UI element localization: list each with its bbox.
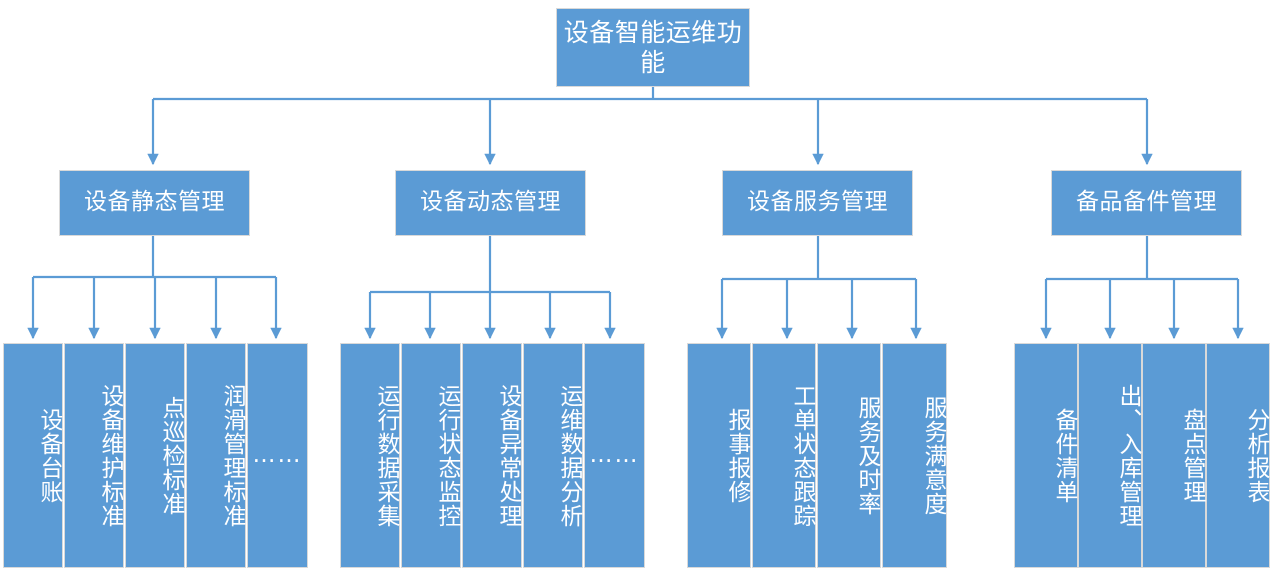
node-branch-3-label: 设备服务管理 [747, 189, 888, 216]
node-branch-3-leaf-4-label: 服务满意度 [920, 395, 946, 516]
node-branch-3-leaf-2[interactable]: 工单状态跟踪 [752, 343, 816, 568]
node-branch-4[interactable]: 备品备件管理 [1051, 170, 1242, 236]
node-branch-3-leaf-1-label: 报事报修 [724, 407, 750, 504]
node-branch-2-leaf-3-label: 设备异常处理 [495, 383, 521, 528]
node-branch-2-leaf-4-label: 运维数据分析 [556, 383, 582, 528]
node-branch-1-leaf-1-label: 设备台账 [36, 407, 62, 504]
node-branch-2-leaf-5[interactable]: …… [584, 343, 645, 568]
node-branch-2-leaf-4[interactable]: 运维数据分析 [523, 343, 583, 568]
node-branch-1-leaf-5[interactable]: …… [247, 343, 308, 568]
node-branch-1-leaf-4[interactable]: 润滑管理标准 [186, 343, 246, 568]
node-branch-3-leaf-2-label: 工单状态跟踪 [789, 383, 815, 528]
node-root-label: 设备智能运维功能 [563, 18, 743, 77]
node-branch-2-leaf-1[interactable]: 运行数据采集 [340, 343, 400, 568]
node-branch-1-leaf-1[interactable]: 设备台账 [3, 343, 63, 568]
node-branch-3-leaf-3-label: 服务及时率 [854, 395, 880, 516]
node-branch-4-leaf-4[interactable]: 分析报表 [1206, 343, 1270, 568]
node-branch-4-label: 备品备件管理 [1076, 189, 1217, 216]
node-branch-1-leaf-3-label: 点巡检标准 [158, 395, 184, 516]
node-branch-4-leaf-2-label: 出、入库管理 [1115, 383, 1141, 528]
node-branch-3-leaf-1[interactable]: 报事报修 [687, 343, 751, 568]
node-root[interactable]: 设备智能运维功能 [556, 8, 750, 87]
node-branch-4-leaf-1[interactable]: 备件清单 [1014, 343, 1078, 568]
node-branch-1-leaf-5-label: …… [252, 442, 303, 469]
node-branch-2-leaf-5-label: …… [589, 442, 640, 469]
node-branch-4-leaf-3[interactable]: 盘点管理 [1142, 343, 1206, 568]
node-branch-2-leaf-3[interactable]: 设备异常处理 [462, 343, 522, 568]
node-branch-1-leaf-2-label: 设备维护标准 [97, 383, 123, 528]
node-branch-2-leaf-2[interactable]: 运行状态监控 [401, 343, 461, 568]
node-branch-2-leaf-2-label: 运行状态监控 [434, 383, 460, 528]
node-branch-1-leaf-4-label: 润滑管理标准 [219, 383, 245, 528]
node-branch-4-leaf-1-label: 备件清单 [1051, 407, 1077, 504]
node-branch-4-leaf-4-label: 分析报表 [1243, 407, 1269, 504]
node-branch-1[interactable]: 设备静态管理 [59, 170, 250, 236]
node-branch-4-leaf-3-label: 盘点管理 [1179, 407, 1205, 504]
node-branch-4-leaf-2[interactable]: 出、入库管理 [1078, 343, 1142, 568]
node-branch-3-leaf-4[interactable]: 服务满意度 [882, 343, 947, 568]
node-branch-3-leaf-3[interactable]: 服务及时率 [817, 343, 881, 568]
node-branch-3[interactable]: 设备服务管理 [722, 170, 913, 236]
node-branch-2-leaf-1-label: 运行数据采集 [373, 383, 399, 528]
node-branch-1-label: 设备静态管理 [84, 189, 225, 216]
node-branch-1-leaf-2[interactable]: 设备维护标准 [64, 343, 124, 568]
node-branch-2[interactable]: 设备动态管理 [395, 170, 586, 236]
node-branch-2-label: 设备动态管理 [420, 189, 561, 216]
node-branch-1-leaf-3[interactable]: 点巡检标准 [125, 343, 185, 568]
